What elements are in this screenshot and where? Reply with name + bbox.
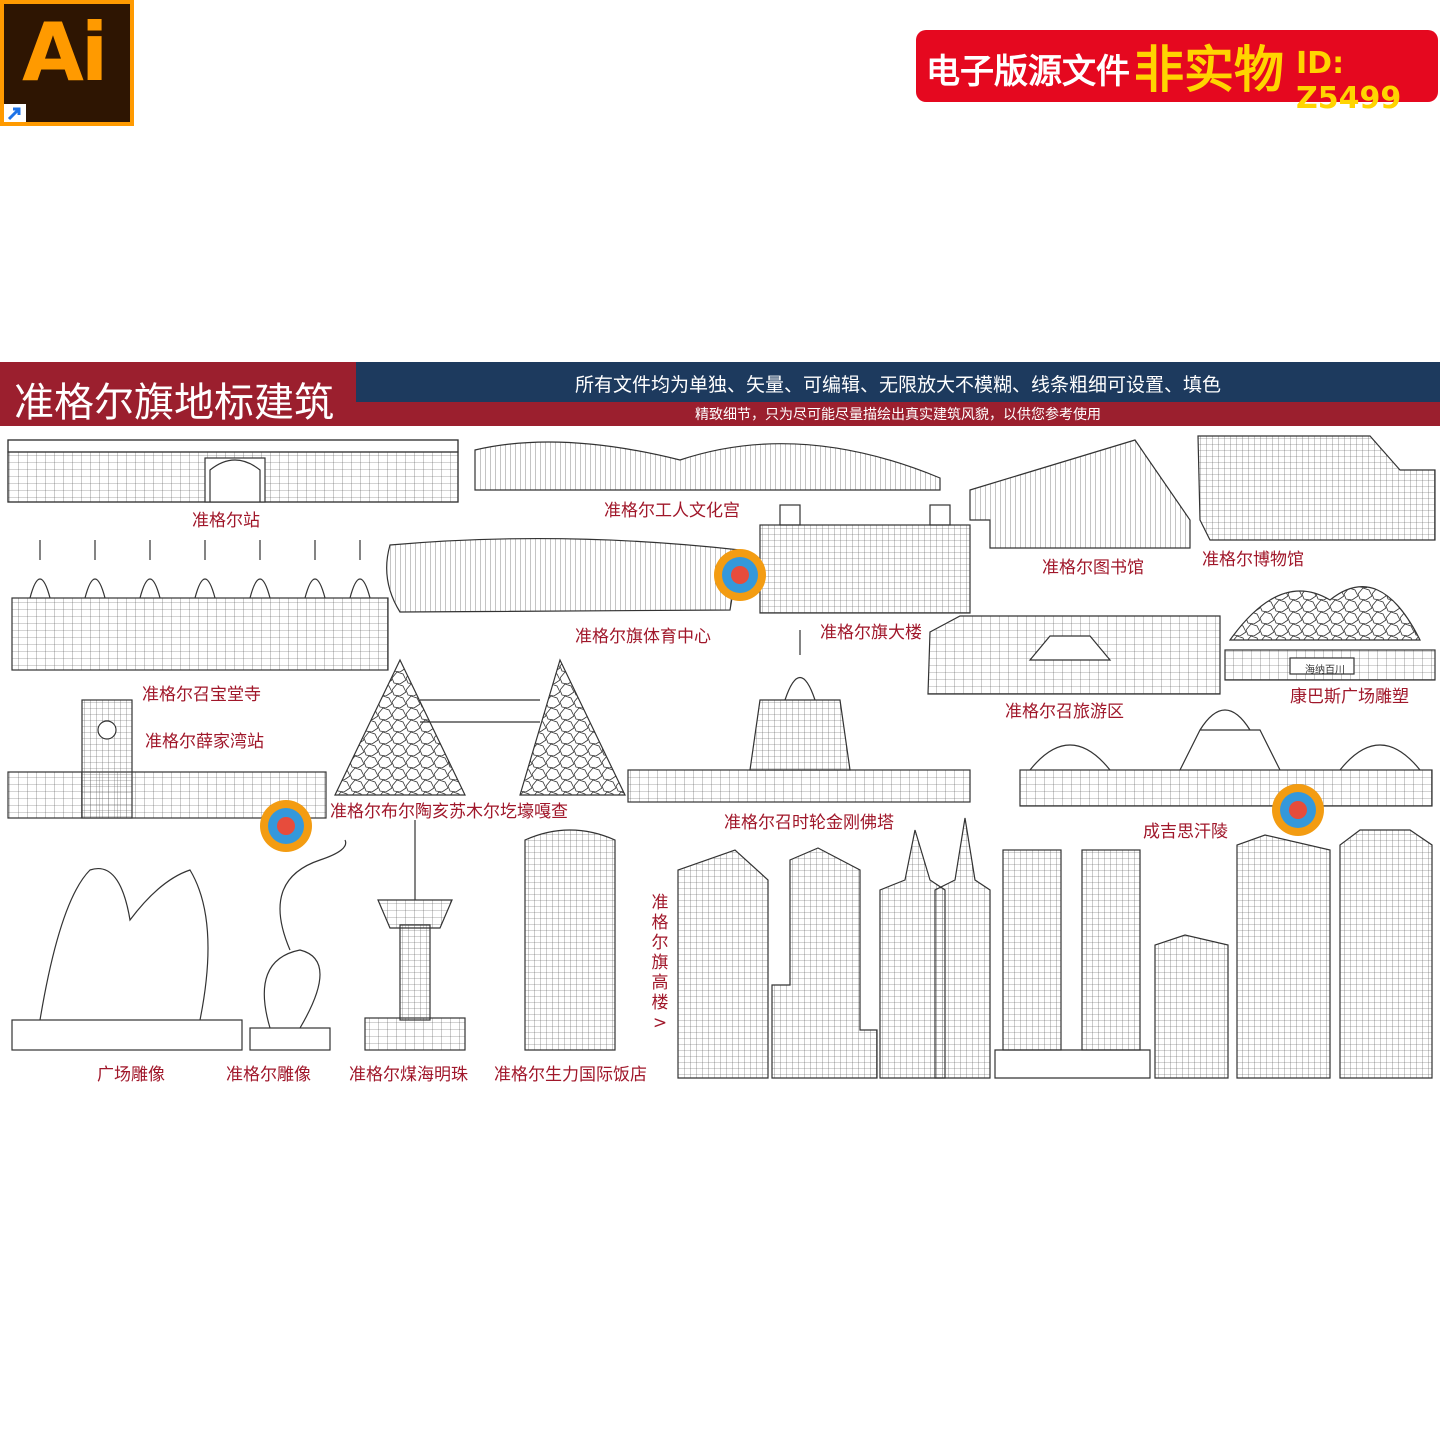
zhaobao-temple-drawing [11,540,389,671]
tag-non-physical: 非实物 [1134,41,1284,99]
label-library: 准格尔图书馆 [1042,558,1144,578]
label-sports-center: 准格尔旗体育中心 [575,627,711,647]
shortcut-arrow-icon [4,104,26,122]
museum-drawing [1197,435,1436,541]
label-zhungeer-sculpture: 准格尔雕像 [226,1065,311,1085]
horse-sculpture-drawing [11,868,243,1051]
watermark-logo-icon [1272,784,1324,836]
label-high-rises: 准格尔旗高楼> [651,893,669,1033]
header-subdescription: 精致细节，只为尽可能尽量描绘出真实建筑风貌，以供您参考使用 [695,407,1101,423]
label-shengli-hotel: 准格尔生力国际饭店 [494,1065,647,1085]
kangbashi-plaque [1289,657,1355,675]
tourist-area-drawing [927,615,1221,695]
kangbashi-plaque-text: 海纳百川 [1305,665,1345,676]
label-museum: 准格尔博物馆 [1202,550,1304,570]
label-aobao: 准格尔布尔陶亥苏木尔圪壕嘎查 [330,802,568,822]
aobao-drawing [334,658,626,796]
banner-building-drawing [759,504,971,614]
label-workers-palace: 准格尔工人文化宫 [604,501,740,521]
tag-product-id: ID: Z5499 [1296,46,1402,116]
sports-center-drawing [386,537,741,613]
genghis-mausoleum-drawing [1019,709,1433,807]
label-kalachakra-stupa: 准格尔召时轮金刚佛塔 [724,813,894,833]
watermark-logo-icon [714,549,766,601]
label-square-sculpture: 广场雕像 [97,1065,165,1085]
kalachakra-stupa-drawing [627,630,971,803]
label-xuejiawan-station: 准格尔薛家湾站 [145,732,264,752]
illustrator-logo-text: Ai [22,6,108,99]
coal-pearl-tower-drawing [364,820,466,1051]
library-drawing [969,439,1191,549]
station-drawing [7,439,459,503]
high-rises-drawing [677,817,1433,1079]
label-genghis-mausoleum: 成吉思汗陵 [1143,822,1228,842]
product-tag [916,30,1438,102]
label-zhaobao-temple: 准格尔召宝堂寺 [142,685,261,705]
watermark-logo-icon [260,800,312,852]
shengli-hotel-drawing [524,829,616,1051]
label-banner-building: 准格尔旗大楼 [820,623,922,643]
label-coal-pearl: 准格尔煤海明珠 [349,1065,468,1085]
label-station: 准格尔站 [192,511,260,531]
tag-digital-file: 电子版源文件 [926,52,1130,92]
header-description: 所有文件均为单独、矢量、可编辑、无限放大不模糊、线条粗细可设置、填色 [574,374,1221,396]
label-kangbashi-sculpture: 康巴斯广场雕塑 [1290,687,1409,707]
page-title: 准格尔旗地标建筑 [14,380,334,426]
workers-palace-drawing [474,441,941,491]
header-subbanner [356,362,1440,402]
kangbashi-sculpture-drawing [1224,586,1436,681]
label-tourist-area: 准格尔召旅游区 [1005,702,1124,722]
zhungeer-sculpture-drawing [249,839,347,1051]
